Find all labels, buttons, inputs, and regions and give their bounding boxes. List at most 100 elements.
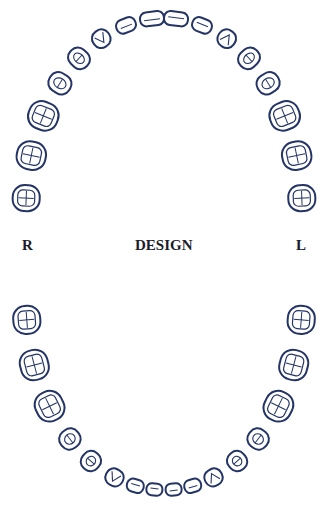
tooth [139,10,165,27]
tooth [288,185,316,212]
tooth-outline [165,483,182,496]
fissure-line [284,354,304,375]
occlusal-line [282,353,305,377]
tooth [202,466,226,489]
fissure-line [19,311,35,328]
fissure-line [24,354,44,375]
occlusal-line [23,353,46,377]
tooth [214,26,239,51]
upper-arch [12,10,316,211]
incisal-line [170,490,178,492]
cusp-line [108,471,121,483]
tooth-outline [202,466,226,489]
tooth-outline [12,305,41,335]
fissure-line [18,191,34,206]
incisal-line [189,485,198,488]
tooth [125,477,145,494]
fissure-line [273,105,296,127]
cusp-line [95,32,108,45]
tooth-outline [214,26,239,51]
incisal-line [131,484,140,487]
tooth [266,97,304,134]
lower-arch [12,305,315,496]
cusp-line [207,471,220,483]
tooth-outline [24,97,62,134]
tooth [287,305,316,335]
tooth [234,44,263,73]
incisal-line [197,22,208,26]
tooth [280,139,314,172]
tooth-outline [280,139,314,172]
fissure-line [21,146,41,165]
fissure-line [293,311,309,328]
tooth-outline [244,425,273,454]
tooth-outline [64,44,93,73]
tooth-outline [287,305,316,335]
tooth-outline [114,15,138,35]
occlusal-line [52,76,68,91]
tooth-outline [139,10,165,27]
fissure-line [32,105,55,127]
tooth [103,466,127,489]
tooth [146,483,163,496]
incisal-line [121,24,132,28]
tooth [55,425,84,454]
occlusal-line [84,454,97,467]
occlusal-line [260,76,276,91]
fissure-line [87,458,94,464]
tooth [165,483,182,496]
occlusal-line [17,190,35,207]
tooth [12,305,41,335]
fissure-line [38,395,60,418]
fissure-line [246,55,252,62]
tooth [30,387,68,426]
tooth-outline [14,139,48,172]
tooth-outline [89,26,114,51]
tooth-outline [30,387,68,426]
tooth-outline [17,347,52,383]
occlusal-line [18,310,36,329]
tooth [183,477,203,494]
side-label: R [22,238,33,253]
tooth [45,69,75,98]
side-label: L [296,238,306,253]
title-label: DESIGN [135,238,193,253]
tooth [17,347,52,383]
tooth-outline [259,387,297,426]
tooth-outline [103,466,127,489]
occlusal-line [37,393,62,419]
tooth [114,15,138,35]
tooth-outline [12,185,40,212]
occlusal-line [272,104,297,128]
occlusal-line [31,104,56,128]
occlusal-line [293,190,311,207]
tooth [163,10,189,27]
tooth-outline [125,477,145,494]
tooth [14,139,48,172]
fissure-line [294,191,310,206]
fissure-line [67,435,73,443]
occlusal-line [266,393,291,419]
tooth-outline [163,10,189,27]
fissure-line [234,458,241,464]
tooth-outline [276,347,311,383]
fissure-line [287,146,307,165]
occlusal-line [286,145,308,167]
fissure-line [57,79,62,87]
tooth [64,44,93,73]
tooth-outline [146,483,163,496]
occlusal-line [20,145,42,167]
incisal-line [168,17,184,19]
tooth-outline [234,44,263,73]
occlusal-line [292,310,310,329]
tooth [244,425,273,454]
tooth-outline [288,185,316,212]
occlusal-line [62,432,77,447]
occlusal-line [72,51,87,66]
tooth [259,387,297,426]
fissure-line [76,55,82,62]
occlusal-line [230,454,243,467]
tooth-outline [55,425,84,454]
tooth [12,185,40,212]
tooth [223,447,250,475]
